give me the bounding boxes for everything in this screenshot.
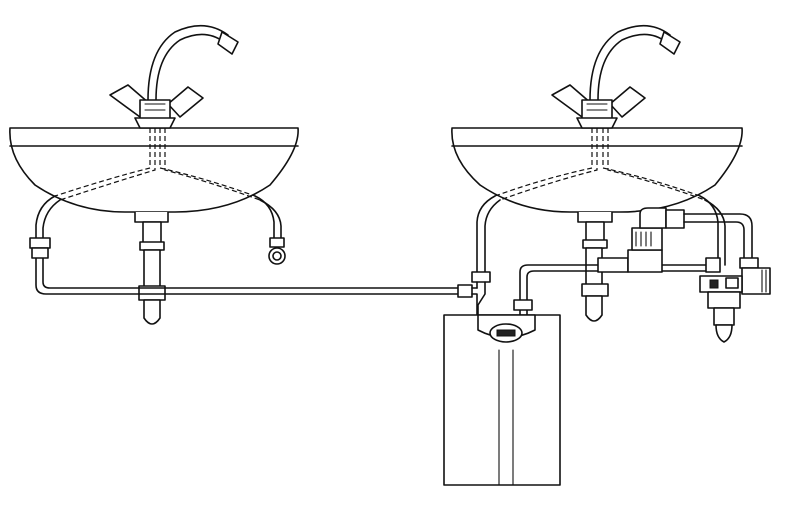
safety-valve-group [597, 207, 771, 343]
sink-right [451, 127, 743, 322]
right-supply-pipes [457, 195, 726, 316]
water-heater [443, 314, 561, 486]
sink-left [9, 127, 299, 325]
faucet-right [551, 24, 681, 129]
faucet-left [109, 24, 239, 129]
left-supply-pipes [29, 195, 461, 295]
